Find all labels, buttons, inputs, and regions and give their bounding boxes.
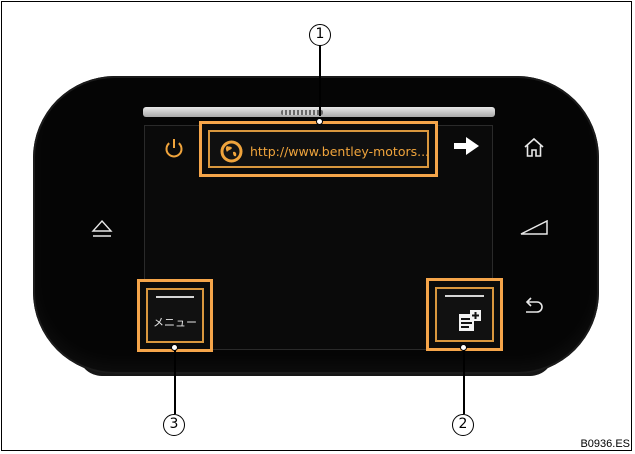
- menu-divider: [156, 296, 194, 298]
- power-icon[interactable]: [163, 137, 185, 159]
- eject-icon[interactable]: [91, 219, 113, 239]
- menu-label: メニュー: [153, 316, 197, 329]
- add-bookmark-icon: [459, 310, 481, 331]
- arrow-right-icon[interactable]: [452, 136, 480, 156]
- url-bar[interactable]: http://www.bentley-motors...: [208, 130, 429, 168]
- image-code: B0936.ES: [580, 438, 630, 450]
- callout-1-leader: [319, 44, 321, 116]
- home-icon[interactable]: [523, 137, 545, 159]
- volume-icon[interactable]: [520, 220, 548, 236]
- add-bookmark-divider: [445, 295, 484, 297]
- callout-2-dot: [460, 344, 467, 351]
- add-bookmark-button-highlight[interactable]: [426, 278, 503, 351]
- url-text: http://www.bentley-motors...: [250, 144, 430, 159]
- add-bookmark-button[interactable]: [435, 287, 494, 342]
- back-icon[interactable]: [522, 297, 546, 317]
- globe-icon: [220, 140, 243, 163]
- callout-2-leader: [463, 350, 465, 414]
- callout-3: 3: [163, 414, 185, 436]
- callout-3-dot: [171, 344, 178, 351]
- menu-button-highlight[interactable]: メニュー: [137, 279, 213, 352]
- callout-1: 1: [309, 24, 331, 46]
- callout-3-leader: [174, 350, 176, 414]
- speaker-grille: [281, 110, 323, 115]
- callout-2: 2: [452, 414, 474, 436]
- url-bar-highlight[interactable]: http://www.bentley-motors...: [199, 121, 438, 177]
- callout-1-dot: [316, 118, 323, 125]
- menu-button[interactable]: メニュー: [146, 288, 204, 343]
